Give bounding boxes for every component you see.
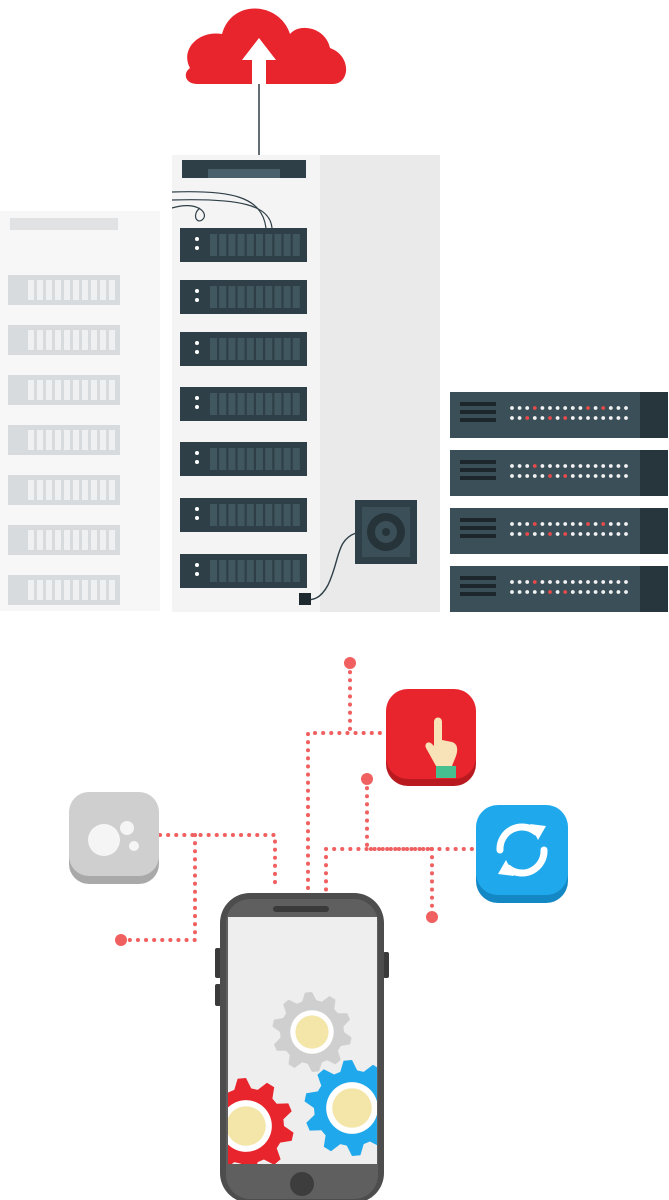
tap-finger-icon	[425, 717, 458, 778]
faded-rack-unit	[8, 375, 120, 405]
server-unit	[450, 450, 668, 496]
gear-icon	[272, 992, 352, 1072]
server-unit	[450, 392, 668, 438]
faded-rack-unit	[8, 475, 120, 505]
rack-unit	[180, 228, 307, 262]
server-unit	[450, 508, 668, 554]
fan-icon	[355, 500, 417, 564]
tap-app-tile	[386, 689, 476, 786]
server-rack-icon	[171, 155, 440, 612]
rack-unit	[180, 387, 307, 421]
smartphone-icon	[215, 893, 389, 1200]
server-stack-icon	[450, 392, 668, 612]
rack-unit	[180, 332, 307, 366]
faded-rack-unit	[8, 575, 120, 605]
gear-icon	[228, 1078, 294, 1164]
sync-arrows-icon	[496, 823, 548, 877]
rack-unit	[180, 442, 307, 476]
sync-app-tile	[476, 805, 568, 903]
chat-app-tile	[69, 792, 159, 884]
faded-server-rack	[0, 211, 160, 611]
rack-unit	[180, 280, 307, 314]
server-unit	[450, 566, 668, 612]
faded-rack-unit	[8, 275, 120, 305]
cloud-upload-icon	[185, 8, 347, 155]
connection-endpoints	[115, 657, 438, 946]
faded-rack-unit	[8, 325, 120, 355]
gear-icon	[304, 1060, 377, 1156]
rack-unit	[180, 498, 307, 532]
faded-rack-unit	[8, 425, 120, 455]
chat-bubbles-icon	[88, 821, 139, 856]
rack-unit	[180, 554, 307, 588]
connection-lines	[120, 662, 482, 942]
faded-rack-unit	[8, 525, 120, 555]
